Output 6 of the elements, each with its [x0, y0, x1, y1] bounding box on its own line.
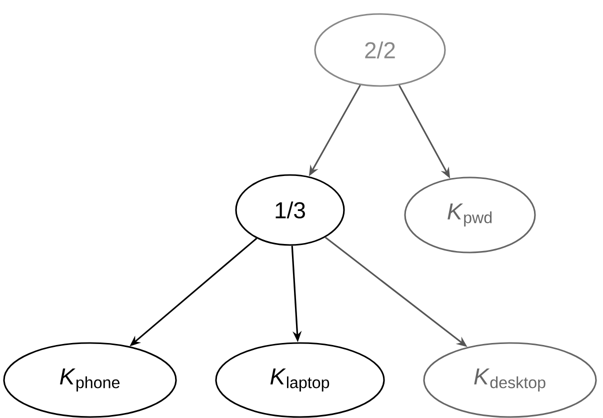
- ellipse-node: K$_{desktop}$: [423, 342, 597, 418]
- ellipse-node: K$_{phone}$: [3, 342, 177, 418]
- ellipse-node: 2/2: [314, 13, 446, 87]
- ellipse-node: K$_{pwd}$: [404, 176, 536, 254]
- ellipse-node: K$_{laptop}$: [215, 342, 385, 418]
- ellipse-node: 1/3: [235, 174, 345, 246]
